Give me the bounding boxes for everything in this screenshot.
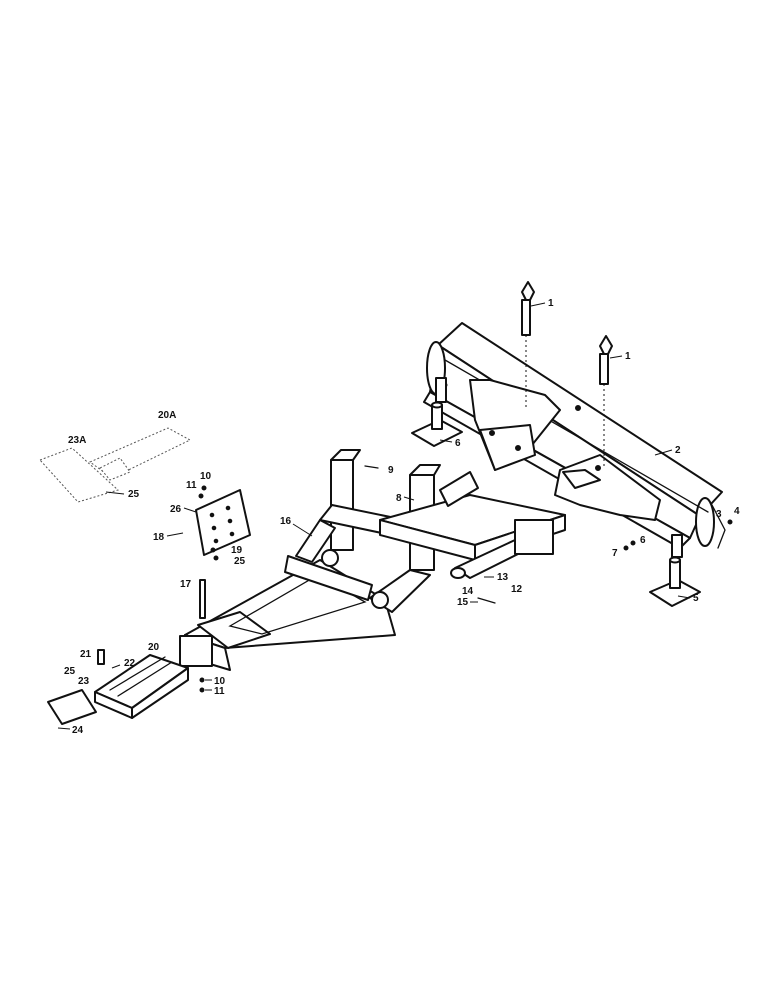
callout-19: 19 [231, 545, 243, 556]
svg-text:22: 22 [124, 658, 136, 669]
alternate-drawbar-20A [88, 427, 192, 481]
callout-17: 17 [180, 579, 192, 590]
svg-text:10: 10 [200, 471, 212, 482]
callout-14: 14 [462, 586, 474, 597]
svg-text:10: 10 [214, 676, 226, 687]
callout-18: 18 [153, 532, 184, 543]
hardware-10-top [201, 485, 207, 491]
pin-21 [97, 649, 105, 665]
svg-text:18: 18 [153, 532, 165, 543]
svg-text:9: 9 [388, 465, 394, 476]
callout-15: 15 [457, 597, 478, 608]
bolt-12 [477, 597, 496, 604]
callout-20A: 20A [158, 410, 176, 421]
callout-6b: 6 [640, 535, 646, 546]
drawbar-plate [47, 689, 97, 725]
hardware-19 [210, 547, 216, 553]
bolt-17 [199, 579, 206, 693]
callout-10a: 10 [200, 471, 212, 482]
callout-2: 2 [654, 445, 681, 456]
svg-text:23: 23 [78, 676, 90, 687]
callout-20: 20 [148, 642, 160, 653]
svg-text:25: 25 [128, 489, 140, 500]
svg-text:5: 5 [693, 593, 699, 604]
callout-11a: 11 [186, 480, 197, 491]
svg-text:26: 26 [170, 504, 182, 515]
rear-frame [379, 471, 566, 579]
callout-24: 24 [57, 725, 84, 736]
callout-11b: 11 [205, 686, 225, 697]
svg-text:12: 12 [511, 584, 523, 595]
callout-12: 12 [511, 584, 523, 595]
callout-25c: 25 [234, 556, 246, 567]
svg-text:20A: 20A [158, 410, 176, 421]
callout-6a: 6 [439, 438, 461, 449]
hitch-pin-left [521, 281, 535, 410]
bolt-9 [364, 465, 379, 469]
svg-text:16: 16 [280, 516, 292, 527]
svg-text:11: 11 [214, 686, 225, 697]
callout-23: 23 [78, 676, 90, 687]
hitch-pin-right [599, 335, 613, 468]
callout-13: 13 [484, 572, 509, 583]
hardware-4 [727, 519, 733, 525]
svg-text:24: 24 [72, 725, 84, 736]
hardware-7 [623, 545, 629, 551]
callout-25b: 25 [105, 489, 140, 500]
callout-21: 21 [80, 649, 92, 660]
svg-text:25: 25 [64, 666, 76, 677]
skid-shoe-right [649, 534, 701, 607]
svg-text:23A: 23A [68, 435, 86, 446]
callout-4: 4 [734, 506, 740, 517]
svg-text:7: 7 [612, 548, 618, 559]
svg-text:11: 11 [186, 480, 197, 491]
hardware-25 [213, 555, 219, 561]
callout-9: 9 [388, 465, 394, 476]
svg-text:8: 8 [396, 493, 402, 504]
a-frame-tongue [179, 449, 441, 671]
svg-text:1: 1 [625, 351, 631, 362]
svg-text:2: 2 [675, 445, 681, 456]
svg-text:17: 17 [180, 579, 192, 590]
svg-text:25: 25 [234, 556, 246, 567]
blade-assembly [423, 322, 726, 549]
svg-text:20: 20 [148, 642, 160, 653]
svg-text:15: 15 [457, 597, 469, 608]
skid-shoe-left [411, 377, 463, 447]
svg-text:6: 6 [640, 535, 646, 546]
svg-text:4: 4 [734, 506, 740, 517]
svg-text:3: 3 [716, 509, 722, 520]
svg-text:19: 19 [231, 545, 243, 556]
svg-text:6: 6 [455, 438, 461, 449]
svg-text:13: 13 [497, 572, 509, 583]
callout-8: 8 [396, 493, 415, 504]
alternate-plate-23A [39, 447, 119, 503]
callout-1b: 1 [609, 351, 631, 362]
drawbar-extension [94, 654, 189, 719]
callout-1a: 1 [530, 298, 554, 309]
callout-3: 3 [716, 509, 722, 520]
hardware-6 [630, 540, 636, 546]
callout-25a: 25 [64, 666, 76, 677]
svg-text:1: 1 [548, 298, 554, 309]
callout-26: 26 [170, 504, 197, 515]
hardware-11-top [198, 493, 204, 499]
callout-10b: 10 [205, 676, 226, 687]
callout-7: 7 [612, 548, 618, 559]
svg-text:14: 14 [462, 586, 474, 597]
callout-22: 22 [111, 658, 136, 669]
callout-16: 16 [280, 516, 313, 537]
hitch-plate [195, 489, 251, 556]
svg-text:21: 21 [80, 649, 92, 660]
callout-23A: 23A [68, 435, 86, 446]
callout-5: 5 [677, 593, 699, 604]
